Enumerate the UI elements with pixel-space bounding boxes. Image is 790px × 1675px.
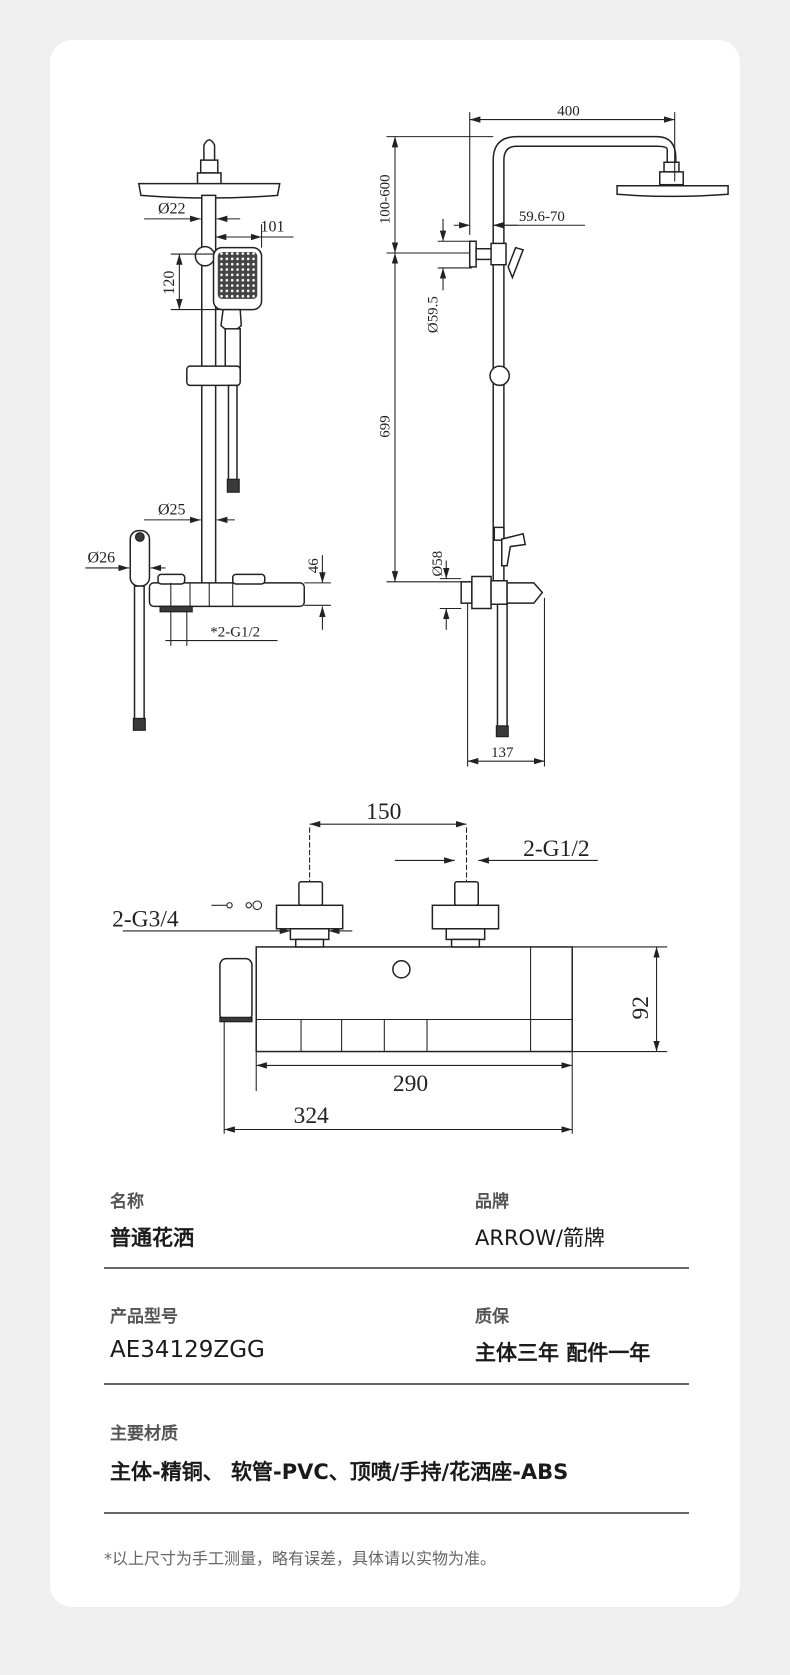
front-view-drawing: Ø22 101 120 Ø25 Ø26 46 *2-G1/2 bbox=[85, 139, 331, 731]
valve-view-drawing: 150 2-G1/2 2-G3/4 92 290 324 bbox=[112, 799, 668, 1134]
warranty-value: 主体三年 配件一年 bbox=[475, 1341, 651, 1365]
dim-front-d22: Ø22 bbox=[158, 201, 186, 218]
dim-valve-92: 92 bbox=[628, 996, 654, 1019]
model-label: 产品型号 bbox=[110, 1307, 178, 1327]
dim-side-59-6-70: 59.6-70 bbox=[519, 209, 565, 225]
dim-side-d58: Ø58 bbox=[430, 551, 446, 577]
dim-front-120: 120 bbox=[161, 271, 178, 295]
dim-front-d26: Ø26 bbox=[88, 550, 116, 567]
inlet-left bbox=[275, 881, 344, 948]
dim-front-inlet: *2-G1/2 bbox=[210, 624, 260, 640]
divider bbox=[104, 1512, 689, 1514]
dim-side-d59-5: Ø59.5 bbox=[426, 296, 442, 333]
dim-valve-150: 150 bbox=[366, 799, 401, 825]
name-value: 普通花洒 bbox=[110, 1226, 194, 1250]
dim-front-101: 101 bbox=[260, 219, 284, 236]
brand-value: ARROW/箭牌 bbox=[475, 1226, 605, 1250]
dim-front-46: 46 bbox=[306, 558, 322, 573]
divider bbox=[104, 1267, 689, 1269]
brand-label: 品牌 bbox=[475, 1192, 509, 1212]
model-value: AE34129ZGG bbox=[110, 1337, 265, 1363]
material-value: 主体-精铜、 软管-PVC、顶喷/手持/花洒座-ABS bbox=[110, 1460, 569, 1484]
name-label: 名称 bbox=[110, 1192, 144, 1212]
side-view-drawing: 400 100-600 699 59.6-70 Ø59.5 Ø58 137 bbox=[378, 103, 729, 767]
dim-valve-g12: 2-G1/2 bbox=[523, 836, 590, 862]
dim-side-100-600: 100-600 bbox=[378, 174, 394, 224]
dim-valve-324: 324 bbox=[294, 1103, 329, 1129]
dim-side-400: 400 bbox=[557, 103, 579, 119]
dim-side-699: 699 bbox=[378, 415, 394, 437]
dim-front-d25: Ø25 bbox=[158, 502, 186, 519]
dim-side-137: 137 bbox=[491, 745, 514, 761]
material-label: 主要材质 bbox=[110, 1424, 178, 1444]
divider bbox=[104, 1383, 689, 1385]
footnote: *以上尺寸为手工测量，略有误差，具体请以实物为准。 bbox=[104, 1549, 497, 1568]
dim-valve-g34: 2-G3/4 bbox=[112, 907, 179, 933]
inlet-right bbox=[431, 881, 500, 948]
dim-valve-290: 290 bbox=[393, 1071, 428, 1097]
warranty-label: 质保 bbox=[475, 1307, 509, 1327]
